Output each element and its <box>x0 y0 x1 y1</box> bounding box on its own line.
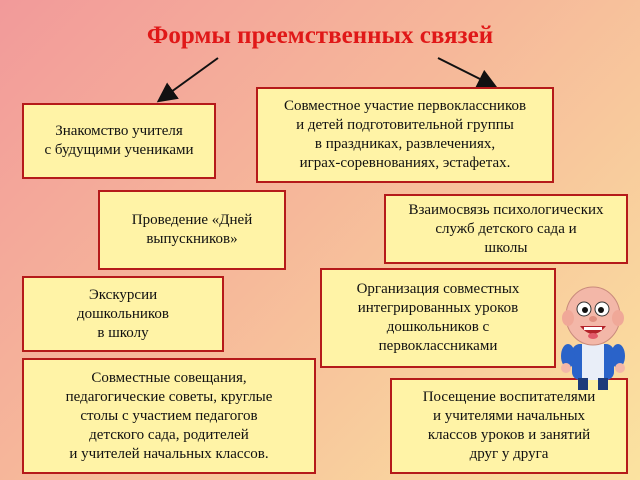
left-arrow-icon <box>156 57 219 103</box>
box-integrated-lessons: Организация совместных интегрированных у… <box>320 268 556 368</box>
box-psych-services: Взаимосвязь психологических служб детско… <box>384 194 628 264</box>
page-title: Формы преемственных связей <box>146 22 494 49</box>
cartoon-boy-icon <box>561 286 625 390</box>
box-excursions: Экскурсии дошкольников в школу <box>22 276 224 352</box>
box-joint-meetings: Совместные совещания, педагогические сов… <box>22 358 316 474</box>
box-acquaintance: Знакомство учителя с будущими учениками <box>22 103 216 179</box>
box-visits: Посещение воспитателями и учителями нача… <box>390 378 628 474</box>
box-graduates-day: Проведение «Дней выпускников» <box>98 190 286 270</box>
box-joint-participation: Совместное участие первоклассников и дет… <box>256 87 554 183</box>
right-arrow-icon <box>437 57 498 88</box>
